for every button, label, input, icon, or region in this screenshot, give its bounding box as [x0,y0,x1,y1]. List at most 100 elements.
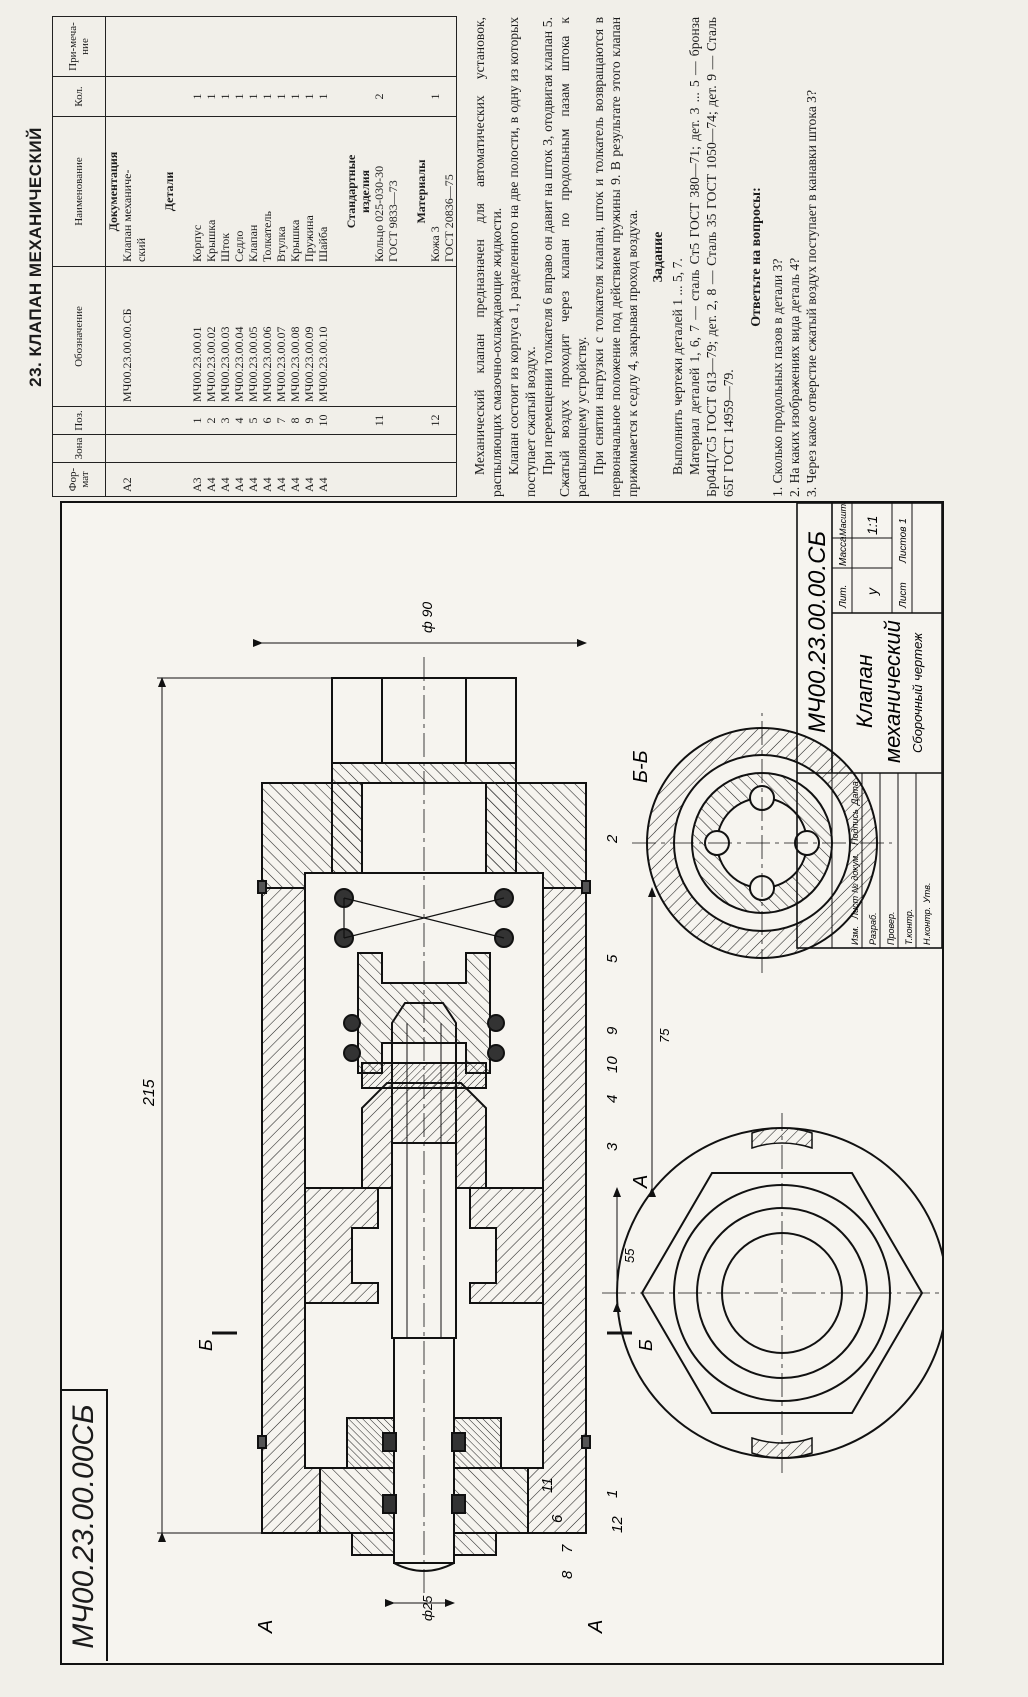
spec-row [400,16,414,497]
spec-cell-format [428,462,442,497]
spec-cell-zone [218,434,232,463]
spec-cell-format [134,462,148,497]
title-block-lit-label: Лит. [838,585,849,609]
spec-cell-qty: 1 [260,76,274,117]
spec-cell-zone [232,434,246,463]
spec-cell-format: А4 [274,462,288,497]
spec-row: Детали [162,16,176,497]
spec-cell-zone [414,434,428,463]
title-block-col-list: Лист [850,895,860,920]
spec-cell-note [400,16,414,77]
spec-cell-qty: 1 [316,76,330,117]
spec-cell-name: ский [134,116,148,267]
spec-cell-format: А4 [232,462,246,497]
spec-cell-note [204,16,218,77]
spec-cell-qty [176,76,190,117]
task-paragraph: Выполнить чертежи деталей 1 ... 5, 7. [670,258,685,475]
spec-cell-format: А2 [120,462,134,497]
dim-length-55: 55 [622,1248,637,1263]
spec-cell-pos: 11 [372,406,386,435]
spec-cell-code [372,266,386,407]
spec-cell-note [260,16,274,77]
spec-cell-name: Шток [218,116,232,267]
title-block-role-utv: Утв. [922,883,932,904]
spec-cell-code: МЧ00.23.00.07 [274,266,288,407]
spec-cell-format: А4 [246,462,260,497]
callout-9: 9 [604,1026,621,1035]
spec-cell-name: Клапан [246,116,260,267]
spec-cell-pos: 8 [288,406,302,435]
spec-cell-code: МЧ00.23.00.04 [232,266,246,407]
description-paragraph: При снятии нагрузки с толкателя клапан, … [591,17,640,497]
spec-cell-zone [330,434,344,463]
view-arrow-label-top: А [255,1620,277,1634]
spec-cell-qty: 1 [302,76,316,117]
spec-cell-format: А4 [302,462,316,497]
spec-cell-zone [260,434,274,463]
spec-row: ский [134,16,148,497]
spec-cell-zone [105,434,120,463]
spec-cell-code: МЧ00.23.00.08 [288,266,302,407]
spec-cell-pos: 2 [204,406,218,435]
spec-cell-pos [330,406,344,435]
questions-heading: Ответьте на вопросы: [749,187,764,327]
spec-cell-qty [414,76,428,117]
spec-cell-format [400,462,414,497]
spec-cell-qty: 2 [372,76,386,117]
spec-cell-code [414,266,428,407]
spec-cell-qty [120,76,134,117]
spec-cell-qty [105,76,120,117]
spec-cell-pos [162,406,176,435]
spec-cell-zone [288,434,302,463]
spec-cell-note [232,16,246,77]
title-block-col-izm: Изм. [850,926,860,945]
spec-cell-pos [134,406,148,435]
spec-cell-zone [442,434,457,463]
spec-cell-qty [330,76,344,117]
spec-cell-name: Седло [232,116,246,267]
spec-cell-pos [442,406,457,435]
spec-cell-qty [344,76,358,117]
spec-cell-zone [120,434,134,463]
spec-cell-note [288,16,302,77]
task-paragraph: Материал деталей 1, 6, 7 — сталь Ст5 ГОС… [687,17,736,497]
spec-cell-name [400,116,414,267]
spec-cell-zone [400,434,414,463]
assembly-drawing: 215 55 75 ф 90 ф25 Б Б А А А Б-Б 12 1 8 … [141,503,942,1634]
spec-cell-qty: 1 [246,76,260,117]
spec-cell-name: Кожа 3 [428,116,442,267]
spec-cell-code [344,266,358,407]
callout-4: 4 [604,1095,621,1103]
description-paragraph: Клапан состоит из корпуса 1, разделенног… [506,17,538,497]
spec-cell-format: А3 [190,462,204,497]
spec-cell-code [442,266,457,407]
spec-cell-name: Втулка [274,116,288,267]
spec-header-pos: Поз. [52,406,106,435]
callout-3: 3 [604,1142,621,1151]
spec-cell-zone [190,434,204,463]
section-mark-letter-top: Б [196,1339,216,1351]
spec-cell-code [330,266,344,407]
spec-cell-name: Стандартные [344,116,358,267]
spec-cell-note [386,16,400,77]
spec-cell-qty: 1 [274,76,288,117]
spec-cell-qty [442,76,457,117]
title-block-name-line2: механический [880,620,905,763]
spec-cell-note [316,16,330,77]
spec-cell-pos [400,406,414,435]
spec-cell-note [176,16,190,77]
spec-cell-note [148,16,162,77]
spec-row [330,16,344,497]
spec-cell-format: А4 [288,462,302,497]
spec-cell-qty [162,76,176,117]
spec-cell-code [358,266,372,407]
spec-cell-name: изделия [358,116,372,267]
dim-total-length: 215 [141,1079,158,1107]
question-item: 2. На каких изображениях вида деталь 4? [787,257,802,497]
spec-cell-note [120,16,134,77]
spec-cell-pos: 4 [232,406,246,435]
